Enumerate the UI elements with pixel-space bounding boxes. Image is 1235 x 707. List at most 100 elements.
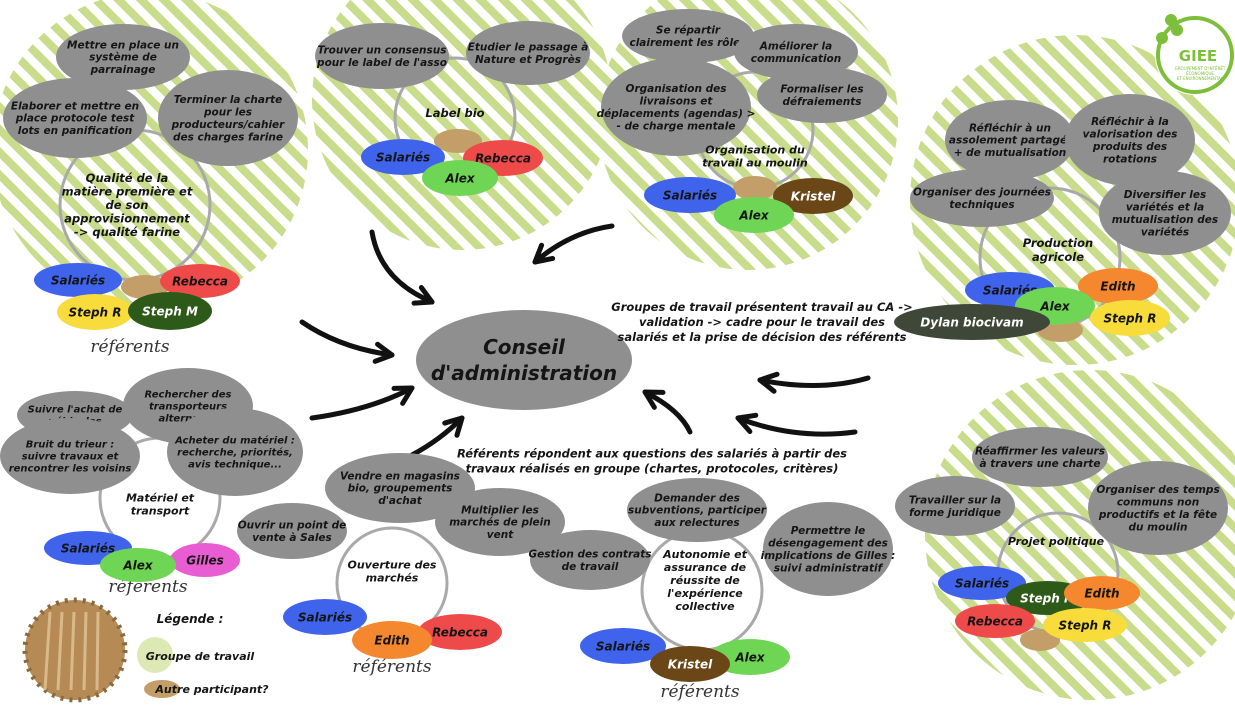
arrow-from-materiel — [309, 385, 415, 421]
participant-label: Kristel — [791, 190, 836, 204]
participant-salaries — [283, 599, 367, 635]
other-participant — [434, 129, 482, 153]
arrow-from-marches — [409, 415, 465, 458]
task-bubble — [435, 488, 565, 556]
participant-label: Alex — [122, 559, 154, 573]
participant-label: Salariés — [61, 542, 115, 556]
annotation-presentation: Groupes de travail présentent travail au… — [611, 300, 912, 344]
participant-rebecca — [418, 614, 502, 650]
annotation-referents: Référents répondent aux questions des sa… — [457, 447, 847, 476]
people-icon — [1171, 24, 1183, 36]
participant-label: Alex — [1039, 300, 1071, 314]
task-bubble — [530, 530, 650, 590]
task-bubble — [1099, 171, 1231, 255]
participant-label: Salariés — [983, 284, 1037, 298]
group-title: Projet politique — [1008, 535, 1105, 548]
participant-label: Salariés — [376, 151, 430, 165]
participant-steph-r — [57, 294, 133, 330]
task-bubble — [315, 23, 449, 89]
arrow-from-qualite — [299, 319, 395, 364]
participant-label: Dylan biocivam — [920, 316, 1023, 330]
participant-label: Rebecca — [172, 275, 228, 289]
arrow-from-moulin — [532, 223, 615, 265]
participant-label: Steph M — [1020, 592, 1076, 606]
participant-steph-m — [128, 292, 212, 330]
task-bubble — [757, 67, 887, 123]
task-bubble — [167, 408, 303, 496]
participant-label: Alex — [738, 209, 770, 223]
task-bubble — [3, 78, 147, 158]
task-bubble — [763, 502, 893, 596]
participant-label: Salariés — [51, 274, 105, 288]
participant-label: Salariés — [298, 611, 352, 625]
participant-alex — [714, 197, 794, 233]
logo-subtitle: ÉCONOMIQUE — [1186, 71, 1214, 76]
task-bubble — [627, 478, 767, 542]
wheat-photo-edge — [22, 597, 128, 703]
wheat-stalk — [82, 611, 88, 691]
group-materiel: Suivre l'achat devéhiculesRechercher des… — [0, 368, 303, 582]
participant-edith — [352, 621, 432, 659]
wheat-stalk — [56, 611, 64, 691]
logo-subtitle: GROUPEMENT D'INTÉRÊT — [1175, 66, 1226, 71]
other-participant — [1020, 629, 1060, 651]
participant-label: Edith — [1084, 587, 1119, 601]
participant-kristel — [773, 178, 853, 214]
participant-alex — [100, 548, 176, 582]
referents-label: référents — [90, 337, 170, 357]
people-icon — [1156, 32, 1168, 44]
participant-label: Steph R — [68, 306, 121, 320]
task-bubble — [895, 476, 1015, 536]
task-bubble — [1088, 461, 1228, 555]
participant-label: Edith — [374, 634, 409, 648]
participant-alex — [710, 639, 790, 675]
legend-group-label: Groupe de travail — [146, 650, 255, 663]
participant-edith — [1064, 576, 1140, 610]
participant-label: Rebecca — [967, 615, 1023, 629]
participant-salaries — [580, 628, 666, 664]
task-bubble — [910, 169, 1054, 227]
participant-salaries — [938, 566, 1026, 600]
other-participant — [733, 176, 777, 200]
task-bubble — [734, 24, 858, 80]
group-title: Label bio — [425, 106, 484, 120]
referents-label: référents — [108, 577, 188, 597]
participant-rebecca — [160, 264, 240, 298]
task-bubble — [237, 503, 347, 559]
wheat-stalk — [95, 611, 100, 691]
participant-label: Salariés — [663, 189, 717, 203]
arrow-from-label-bio — [369, 229, 435, 306]
participant-dylan-biocivam — [894, 304, 1050, 340]
arrow-from-politique — [735, 412, 858, 437]
referents-label: référents — [352, 657, 432, 677]
participant-gilles — [170, 543, 240, 577]
task-bubble — [56, 24, 190, 90]
task-bubble — [622, 9, 754, 63]
participant-steph-r — [1090, 300, 1170, 336]
